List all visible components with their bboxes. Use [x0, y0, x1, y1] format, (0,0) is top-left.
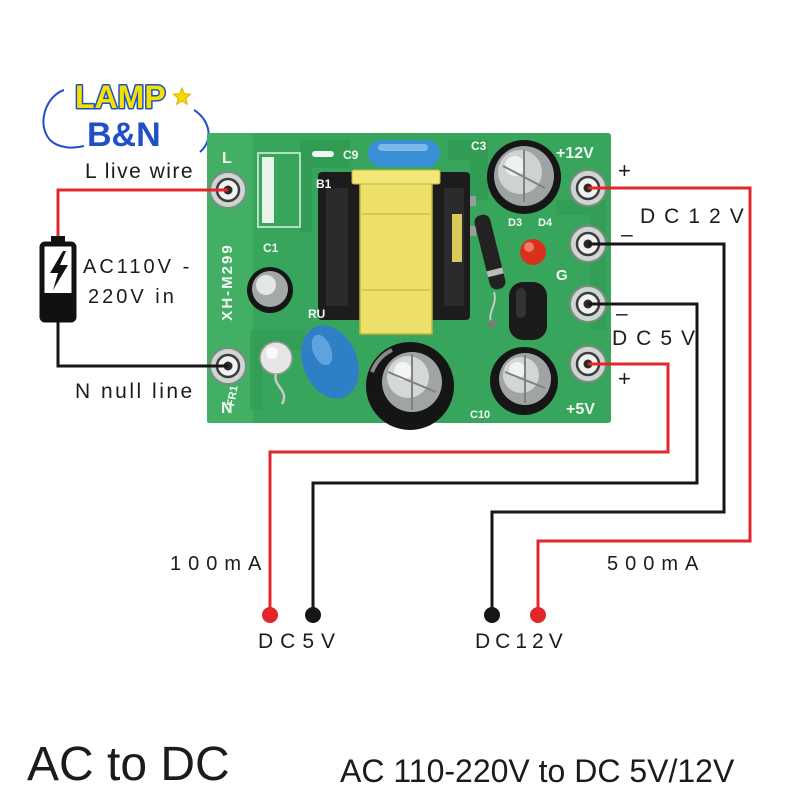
- logo-top-text: LAMP: [75, 79, 166, 115]
- dc12v-plus-marker: +: [618, 158, 631, 183]
- brand-logo: LAMP B&N: [42, 78, 210, 156]
- silk-label-fr1: FR1: [225, 385, 240, 408]
- silk-label-c3: C3: [471, 139, 487, 153]
- footer-subtitle: AC 110-220V to DC 5V/12V: [340, 753, 735, 789]
- null-wire: [56, 320, 228, 368]
- dc12v-terminal-label: DC12V: [640, 205, 753, 228]
- live-wire-label: L live wire: [85, 160, 194, 183]
- voltage-regulator: [509, 282, 547, 340]
- silk-label-d4: D4: [538, 217, 553, 229]
- dc5v-current-label: 100mA: [170, 553, 268, 575]
- dc5v-plus-marker: +: [618, 366, 631, 391]
- silk-label-plus-12v: +12V: [556, 145, 594, 162]
- capacitor-c1: [247, 267, 293, 313]
- capacitor-main: [366, 342, 454, 430]
- battery-icon: [39, 236, 77, 323]
- dc12v-minus-marker: –: [621, 223, 633, 246]
- ac-input: L live wire AC110V - 220V in N null line: [39, 160, 228, 403]
- dc5v-negative-dot: [305, 607, 321, 623]
- silk-label-g: G: [556, 267, 568, 284]
- board-slot: [312, 151, 334, 157]
- pcb-trace: [300, 140, 350, 232]
- power-module-pcb: L N C9 C3 +12V B1 D3 D4 C1 G RU C10 +5V …: [207, 133, 611, 430]
- dc5v-minus-marker: –: [616, 302, 628, 325]
- safety-capacitor: [301, 325, 359, 399]
- dc12v-output-label: DC12V: [475, 630, 568, 653]
- dc12v-negative-wire: [490, 242, 726, 615]
- dc5v-terminal-label: DC5V: [612, 327, 704, 350]
- dc5v-output-label: DC5V: [258, 630, 342, 653]
- input-voltage-line2: 220V in: [88, 286, 177, 308]
- dc12v-negative-dot: [484, 607, 500, 623]
- dc5v-positive-dot: [262, 607, 278, 623]
- logo-swoosh-left: [42, 89, 85, 149]
- silk-label-c1: C1: [263, 241, 279, 255]
- dc12v-positive-wire: [536, 186, 752, 615]
- dc12v-current-label: 500mA: [607, 553, 705, 575]
- led-d4: [520, 239, 546, 265]
- pcb-trace: [448, 140, 488, 200]
- silkscreen-strip: [262, 157, 274, 223]
- dc5v-negative-wire: [311, 302, 699, 615]
- silk-label-c10: C10: [470, 409, 490, 421]
- silk-label-c9: C9: [343, 148, 359, 162]
- star-icon: [172, 86, 192, 106]
- logo-swoosh-right: [193, 109, 210, 153]
- footer-title: AC to DC: [27, 738, 230, 791]
- null-line-label: N null line: [75, 380, 195, 403]
- dc5v-positive-wire: [268, 362, 670, 615]
- silk-label-ru: RU: [308, 307, 325, 321]
- silk-label-l: L: [222, 150, 232, 167]
- dc-output: + DC12V – – DC5V + 100mA 500mA DC5V DC12…: [170, 158, 753, 653]
- capacitor-c10: [490, 347, 558, 415]
- dc12v-positive-dot: [530, 607, 546, 623]
- silk-label-d3: D3: [508, 217, 522, 229]
- logo-bottom-text: B&N: [87, 116, 161, 154]
- capacitor-c9: [368, 140, 440, 167]
- silk-label-plus-5v: +5V: [566, 401, 595, 418]
- silk-label-n: N: [221, 400, 233, 417]
- live-wire: [56, 188, 228, 237]
- transformer-b1: [318, 169, 476, 335]
- silkscreen-outline: [257, 152, 301, 228]
- lightning-icon: [50, 251, 68, 290]
- board-model-number: XH-M299: [219, 243, 236, 320]
- silk-label-b1: B1: [316, 177, 332, 191]
- input-voltage-line1: AC110V -: [83, 256, 192, 278]
- fuse-fr1: [259, 341, 293, 405]
- capacitor-c3: [487, 140, 561, 214]
- footer: AC to DC AC 110-220V to DC 5V/12V: [27, 738, 735, 791]
- diode-d3: [474, 214, 506, 328]
